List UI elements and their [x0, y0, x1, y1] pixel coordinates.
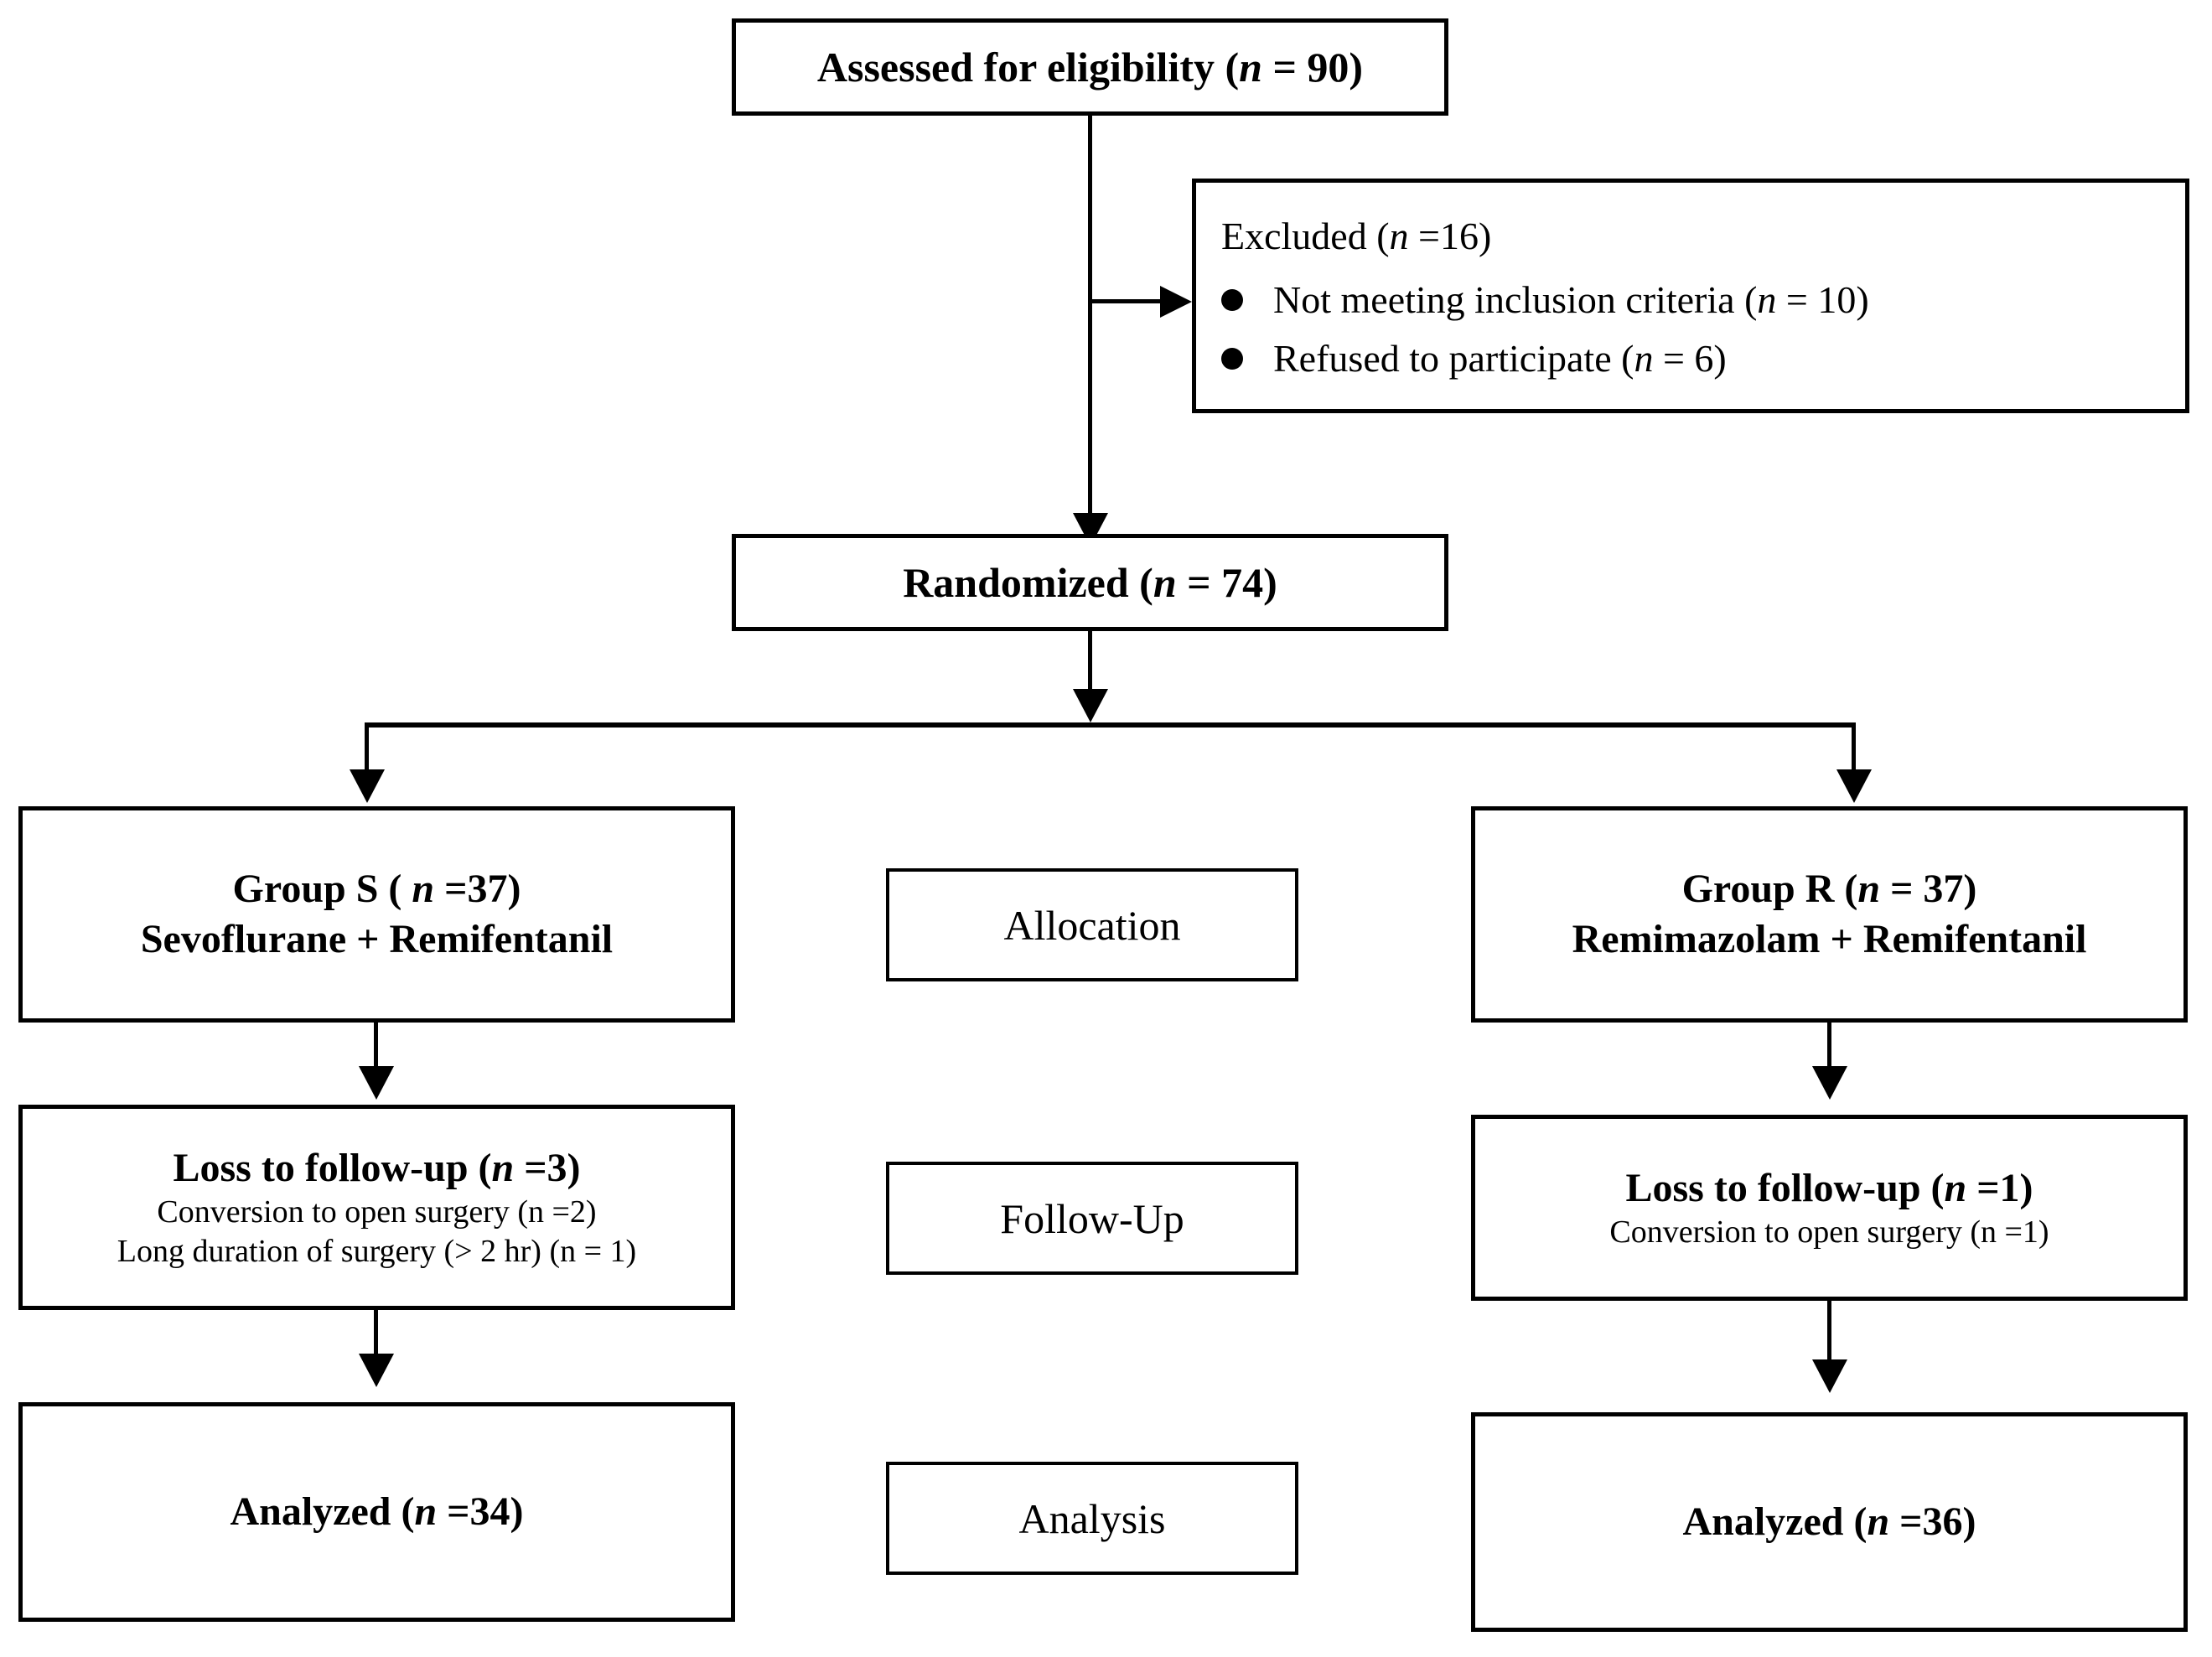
arrowhead-randomized-split [1073, 689, 1108, 722]
node-analyzed-left: Analyzed (n =34) [18, 1402, 735, 1622]
excluded-heading: Excluded (n =16) [1221, 215, 1492, 257]
node-randomized: Randomized (n = 74) [732, 534, 1448, 631]
connector-split-right [1852, 722, 1856, 790]
loss-right-sub-1: Conversion to open surgery (n =1) [1609, 1214, 2049, 1251]
italic-n: n [414, 1489, 438, 1535]
node-analyzed-right: Analyzed (n =36) [1471, 1412, 2188, 1632]
italic-n: n [1634, 336, 1654, 380]
bullet-icon [1221, 288, 1243, 311]
connector-loss-left-to-analyzed [374, 1310, 378, 1362]
italic-n: n [1944, 1165, 1967, 1210]
italic-n: n [1757, 277, 1777, 321]
connector-group-s-to-loss [374, 1023, 378, 1074]
excluded-item-2: Refused to participate (n = 6) [1221, 334, 1727, 384]
randomized-label: Randomized (n = 74) [903, 558, 1277, 606]
assessed-label: Assessed for eligibility (n = 90) [816, 43, 1364, 91]
italic-n: n [1389, 215, 1409, 257]
italic-n: n [491, 1145, 515, 1190]
excluded-item-1: Not meeting inclusion criteria (n = 10) [1221, 275, 1869, 325]
analyzed-right-label: Analyzed (n =36) [1682, 1499, 1976, 1545]
group-s-line2: Sevoflurane + Remifentanil [140, 917, 614, 961]
arrowhead-loss-right-to-analyzed [1812, 1359, 1847, 1393]
italic-n: n [1867, 1499, 1890, 1545]
italic-n: n [412, 867, 435, 912]
group-s-line1: Group S ( n =37) [232, 867, 521, 912]
loss-left-heading: Loss to follow-up (n =3) [173, 1145, 581, 1190]
connector-group-r-to-loss [1827, 1023, 1831, 1074]
connector-to-excluded [1090, 299, 1163, 303]
connector-split-bar [365, 722, 1856, 728]
excluded-item-2-label: Refused to participate (n = 6) [1273, 336, 1727, 380]
stage-label-followup: Follow-Up [886, 1162, 1298, 1275]
followup-label: Follow-Up [1000, 1194, 1184, 1242]
arrowhead-split-right [1836, 769, 1872, 803]
italic-n: n [1857, 867, 1881, 912]
excluded-item-1-label: Not meeting inclusion criteria (n = 10) [1273, 277, 1869, 321]
node-group-s: Group S ( n =37) Sevoflurane + Remifenta… [18, 806, 735, 1023]
connector-assessed-to-randomized [1088, 116, 1092, 531]
loss-right-heading: Loss to follow-up (n =1) [1625, 1165, 2033, 1210]
arrowhead-group-s-to-loss [359, 1066, 394, 1100]
connector-split-left [365, 722, 369, 790]
node-loss-followup-left: Loss to follow-up (n =3) Conversion to o… [18, 1105, 735, 1310]
italic-n: n [1153, 558, 1177, 606]
connector-randomized-trunk [1088, 631, 1092, 696]
loss-left-sub-1: Conversion to open surgery (n =2) [157, 1194, 597, 1230]
node-assessed-for-eligibility: Assessed for eligibility (n = 90) [732, 18, 1448, 116]
arrowhead-split-left [350, 769, 385, 803]
italic-n: n [1239, 43, 1262, 91]
node-excluded: Excluded (n =16) Not meeting inclusion c… [1192, 179, 2189, 413]
stage-label-analysis: Analysis [886, 1462, 1298, 1575]
analyzed-left-label: Analyzed (n =34) [230, 1489, 524, 1535]
allocation-label: Allocation [1003, 901, 1181, 949]
stage-label-allocation: Allocation [886, 868, 1298, 981]
node-group-r: Group R (n = 37) Remimazolam + Remifenta… [1471, 806, 2188, 1023]
group-r-line1: Group R (n = 37) [1681, 867, 1977, 912]
arrowhead-loss-left-to-analyzed [359, 1354, 394, 1387]
arrowhead-group-r-to-loss [1812, 1066, 1847, 1100]
analysis-label: Analysis [1018, 1494, 1166, 1542]
connector-loss-right-to-analyzed [1827, 1301, 1831, 1366]
node-loss-followup-right: Loss to follow-up (n =1) Conversion to o… [1471, 1115, 2188, 1301]
group-r-line2: Remimazolam + Remifentanil [1572, 917, 2087, 961]
bullet-icon [1221, 347, 1243, 370]
loss-left-sub-2: Long duration of surgery (> 2 hr) (n = 1… [117, 1234, 637, 1270]
arrowhead-to-excluded [1160, 286, 1192, 318]
